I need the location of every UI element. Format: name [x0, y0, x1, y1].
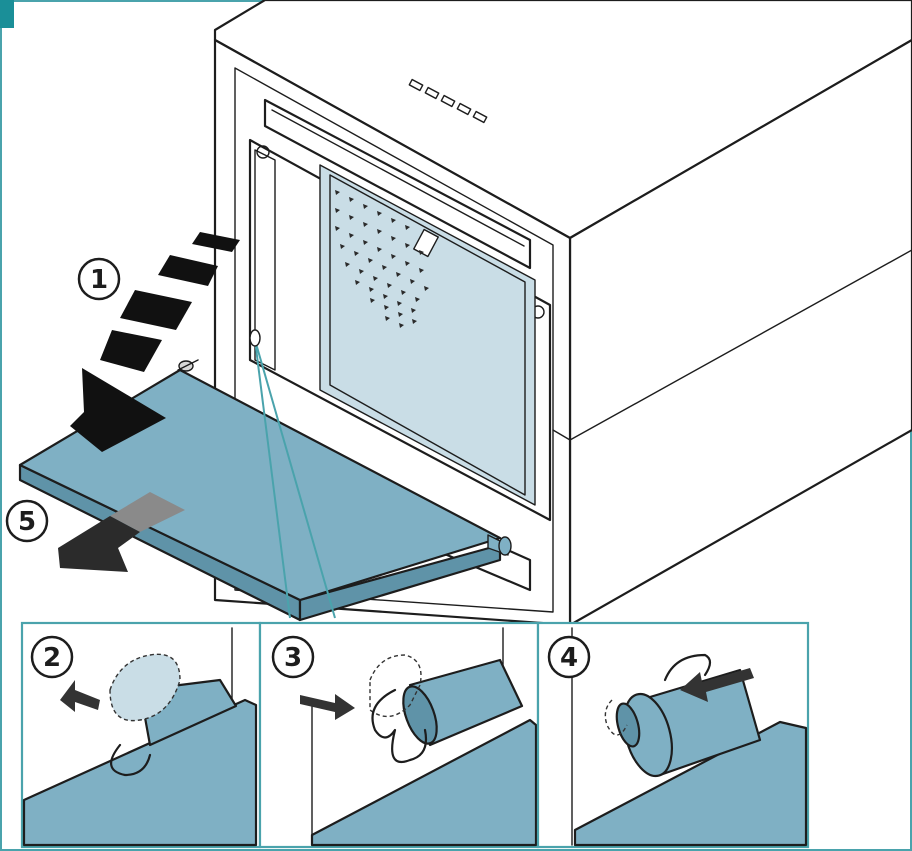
- step-badge-3: 3: [284, 643, 302, 673]
- vent-hole: [349, 215, 354, 220]
- vent-hole: [397, 301, 402, 306]
- vent-hole: [405, 243, 410, 248]
- step-badge-2: 2: [43, 643, 61, 673]
- vent-pattern: [335, 190, 429, 328]
- vent-hole: [363, 204, 368, 209]
- shaft-end-right: [487, 534, 512, 556]
- vent-hole: [335, 190, 340, 195]
- inset-panel-3: 3: [258, 621, 540, 849]
- vent-hole: [383, 294, 388, 299]
- vent-hole: [377, 229, 382, 234]
- vent-hole: [405, 261, 410, 266]
- vent-hole: [424, 286, 429, 291]
- vent-hole: [415, 297, 420, 302]
- vent-hole: [410, 279, 415, 284]
- inset-panel-2: 2: [20, 621, 262, 849]
- shaft-end-left: [177, 359, 199, 372]
- arrow-left-icon: [60, 680, 100, 712]
- vent-hole: [335, 208, 340, 213]
- vent-hole: [385, 316, 390, 321]
- vent-hole: [363, 240, 368, 245]
- step-badge-4: 4: [560, 643, 578, 673]
- vent-hole: [405, 225, 410, 230]
- vent-hole: [398, 312, 403, 317]
- vent-hole: [391, 254, 396, 259]
- arrow-down-curved-icon: [70, 232, 240, 452]
- vent-hole: [363, 222, 368, 227]
- vent-hole: [419, 268, 424, 273]
- vent-hole: [354, 251, 359, 256]
- vent-hole: [412, 319, 417, 324]
- vent-hole: [387, 283, 392, 288]
- vent-hole: [382, 265, 387, 270]
- svg-text:1: 1: [90, 265, 108, 295]
- vent-hole: [349, 197, 354, 202]
- step-badge-1: 1: [77, 257, 121, 301]
- vent-hole: [345, 262, 350, 267]
- vent-hole: [377, 211, 382, 216]
- vent-hole: [355, 280, 360, 285]
- inset-panel-4: 4: [536, 621, 810, 849]
- vent-hole: [384, 305, 389, 310]
- svg-text:5: 5: [18, 507, 36, 537]
- status-lights: [408, 78, 488, 124]
- vent-hole: [391, 236, 396, 241]
- vent-hole: [368, 258, 373, 263]
- vent-hole: [377, 247, 382, 252]
- vent-hole: [349, 233, 354, 238]
- vent-hole: [335, 226, 340, 231]
- arrow-right-icon: [300, 694, 355, 720]
- vent-hole: [369, 287, 374, 292]
- arrow-left-icon: [680, 668, 754, 702]
- vent-hole: [401, 290, 406, 295]
- vent-hole: [399, 323, 404, 328]
- corner-tab: [0, 0, 14, 28]
- arrow-left-icon: [58, 492, 185, 572]
- vent-hole: [370, 298, 375, 303]
- vent-hole: [359, 269, 364, 274]
- callout-lines: [249, 329, 336, 619]
- step-badge-5: 5: [5, 499, 49, 543]
- vent-hole: [411, 308, 416, 313]
- vent-hole: [419, 250, 424, 255]
- cabinet-interior: [248, 138, 552, 522]
- vent-hole: [396, 272, 401, 277]
- vent-hole: [340, 244, 345, 249]
- vent-hole: [391, 218, 396, 223]
- vent-hole: [373, 276, 378, 281]
